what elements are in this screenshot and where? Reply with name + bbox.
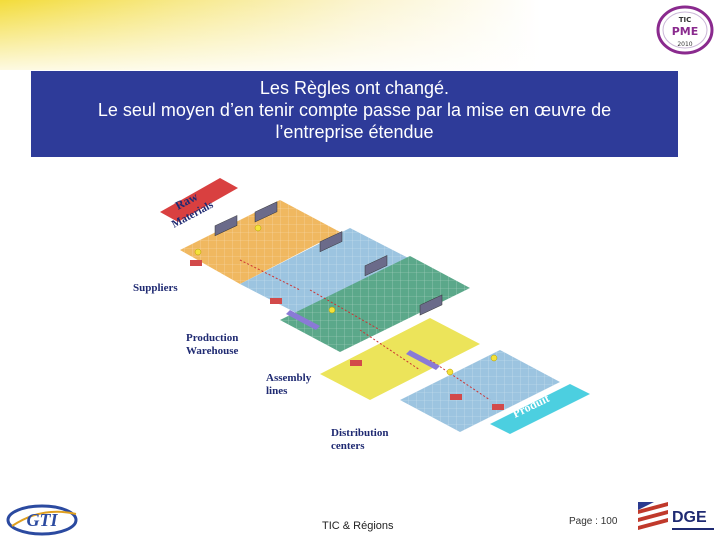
flow-link (239, 259, 301, 291)
lamp-icon (254, 224, 262, 232)
tic-pme-logo: TIC PME 2010 (656, 5, 714, 55)
logo-top-text: TIC (679, 16, 692, 24)
title-line-1: Les Règles ont changé. (259, 78, 450, 98)
logo-mid-text: PME (672, 25, 699, 38)
produit-banner (490, 384, 590, 434)
assembly-label: Assembly lines (266, 372, 311, 398)
logo-bottom-text: 2010 (677, 41, 692, 48)
flow-link (359, 329, 421, 371)
lamp-icon (194, 248, 202, 256)
flow-link (429, 359, 491, 401)
lamp-icon (490, 354, 498, 362)
assembly-line-2: lines (266, 385, 288, 397)
assembly-line-1: Assembly (266, 372, 312, 384)
factory-block (214, 215, 238, 237)
truck-icon (450, 394, 462, 400)
factory-block (319, 231, 343, 253)
footer-center-text: TIC & Régions (322, 520, 394, 532)
production-line-2: Warehouse (186, 345, 239, 357)
gti-logo-text: GTI (27, 510, 59, 530)
flow-link (309, 289, 381, 331)
dge-logo-text: DGE (672, 509, 707, 526)
assembly-platform (320, 318, 480, 400)
conveyor (286, 310, 320, 330)
truck-icon (270, 298, 282, 304)
factory-block (419, 294, 443, 316)
supply-chain-diagram: Raw Materials Produit (160, 178, 590, 434)
lamp-icon (328, 306, 336, 314)
title-banner: Les Règles ont changé. Le seul moyen d’e… (31, 71, 678, 157)
distribution-line-2: centers (331, 440, 365, 452)
title-line-2: Le seul moyen d’en tenir compte passe pa… (97, 100, 612, 120)
conveyor (406, 350, 440, 370)
raw-materials-banner (160, 178, 238, 222)
factory-block (364, 255, 388, 277)
distribution-label: Distribution centers (331, 427, 388, 453)
truck-icon (190, 260, 202, 266)
truck-icon (350, 360, 362, 366)
header-fade (0, 0, 720, 70)
suppliers-label: Suppliers (133, 282, 178, 294)
gti-logo: GTI (6, 504, 78, 536)
distribution-line-1: Distribution (331, 427, 389, 439)
production-label: Production Warehouse (186, 332, 238, 358)
lamp-icon (446, 368, 454, 376)
page-number: Page : 100 (569, 516, 618, 527)
production-line-1: Production (186, 332, 239, 344)
factory-block (254, 201, 278, 223)
title-line-3: l’entreprise étendue (275, 122, 434, 142)
truck-icon (492, 404, 504, 410)
dge-logo: DGE (638, 502, 714, 530)
